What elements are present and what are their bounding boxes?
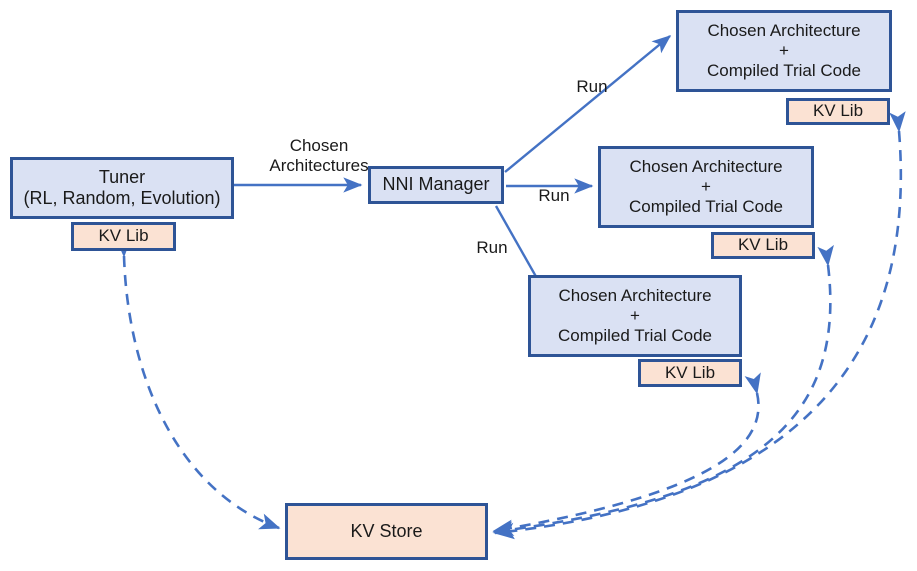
edge-label-run-middle: Run	[538, 186, 570, 205]
node-trial-bottom-kv-lib-label: KV Lib	[664, 362, 716, 382]
edge-label-run-bottom: Run	[476, 238, 508, 257]
node-trial-top-kv-lib[interactable]: KV Lib	[786, 98, 890, 125]
node-trial-mid[interactable]: Chosen Architecture + Compiled Trial Cod…	[598, 146, 814, 228]
node-nni-manager[interactable]: NNI Manager	[368, 166, 504, 204]
node-tuner-kv-lib-label: KV Lib	[98, 226, 149, 246]
node-trial-top[interactable]: Chosen Architecture + Compiled Trial Cod…	[676, 10, 892, 92]
node-nni-manager-label: NNI Manager	[382, 174, 490, 195]
node-trial-bottom-label: Chosen Architecture + Compiled Trial Cod…	[557, 285, 712, 346]
node-trial-top-kv-lib-label: KV Lib	[812, 101, 864, 121]
node-trial-top-label: Chosen Architecture + Compiled Trial Cod…	[706, 20, 861, 81]
node-kv-store[interactable]: KV Store	[285, 503, 488, 560]
node-trial-mid-kv-lib[interactable]: KV Lib	[711, 232, 815, 259]
node-trial-mid-kv-lib-label: KV Lib	[737, 235, 789, 255]
node-tuner-kv-lib[interactable]: KV Lib	[71, 222, 176, 251]
edge-kvstore-to-trial-bot-kvlib	[492, 372, 761, 536]
node-trial-bottom[interactable]: Chosen Architecture + Compiled Trial Cod…	[528, 275, 742, 357]
edge-kvstore-to-tuner-kvlib	[115, 236, 281, 530]
node-tuner-label: Tuner (RL, Random, Evolution)	[23, 166, 221, 208]
node-kv-store-label: KV Store	[350, 520, 423, 541]
node-tuner[interactable]: Tuner (RL, Random, Evolution)	[10, 157, 234, 219]
edge-label-chosen-architectures: Chosen Architectures	[269, 136, 369, 176]
node-trial-bottom-kv-lib[interactable]: KV Lib	[638, 359, 742, 387]
node-trial-mid-label: Chosen Architecture + Compiled Trial Cod…	[628, 156, 783, 217]
edge-label-run-top: Run	[576, 77, 608, 96]
